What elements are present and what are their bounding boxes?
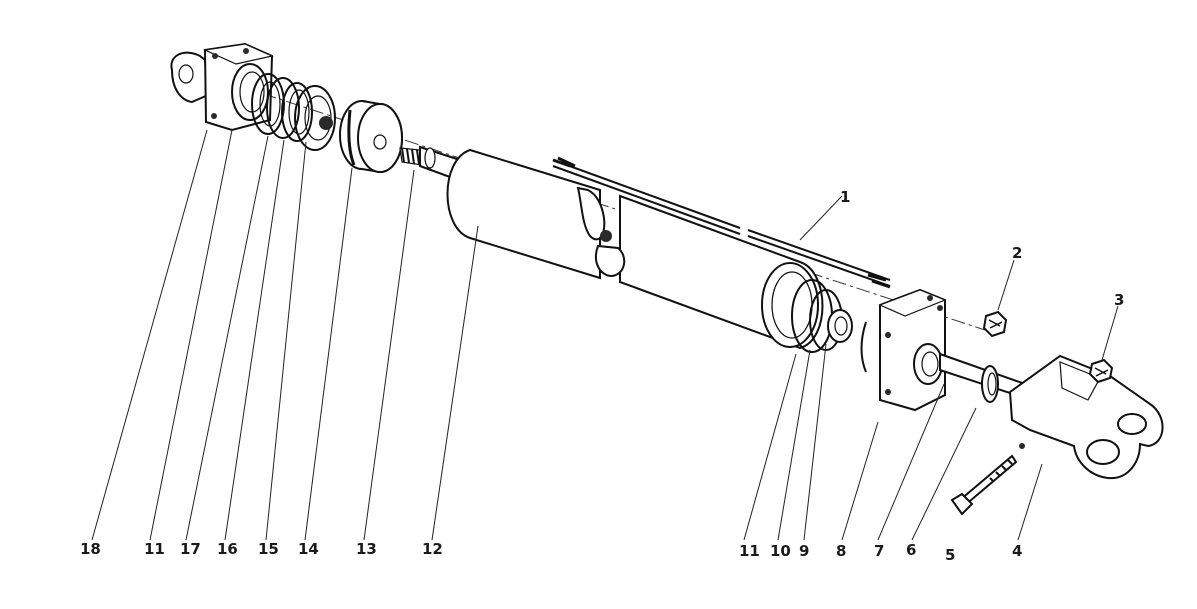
tie-rods (552, 156, 891, 289)
piston-nut-packing (294, 85, 336, 151)
leader-lines (91, 129, 1119, 541)
callout-14: 14 (298, 540, 319, 558)
washer (827, 309, 853, 343)
callout-15: 15 (258, 540, 279, 558)
callout-11-front: 11 (739, 542, 760, 560)
callout-6: 6 (906, 541, 916, 559)
callout-18: 18 (80, 540, 101, 558)
callout-10: 10 (770, 542, 791, 560)
callout-7: 7 (874, 542, 884, 560)
callout-9: 9 (799, 542, 809, 560)
o-ring-16 (281, 82, 313, 142)
cylinder-barrel (446, 148, 824, 350)
piston (339, 100, 403, 174)
callout-5: 5 (945, 546, 955, 564)
callout-17: 17 (180, 540, 201, 558)
callout-8: 8 (836, 542, 846, 560)
callout-2: 2 (1012, 244, 1022, 262)
callout-1: 1 (840, 188, 850, 206)
rear-clevis-mount (170, 42, 274, 132)
callout-4: 4 (1012, 542, 1022, 560)
o-ring-17 (266, 77, 300, 139)
clevis-bolt (950, 454, 1018, 516)
callout-16: 16 (217, 540, 238, 558)
callout-12: 12 (422, 540, 443, 558)
tie-rod-nut (982, 310, 1008, 338)
front-clevis (1008, 354, 1164, 480)
callout-11-rear: 11 (144, 540, 165, 558)
clevis-nut (1088, 358, 1114, 384)
callout-13: 13 (356, 540, 377, 558)
callout-3: 3 (1114, 291, 1124, 309)
rod-wiper (981, 365, 999, 403)
front-head-block (860, 288, 947, 412)
